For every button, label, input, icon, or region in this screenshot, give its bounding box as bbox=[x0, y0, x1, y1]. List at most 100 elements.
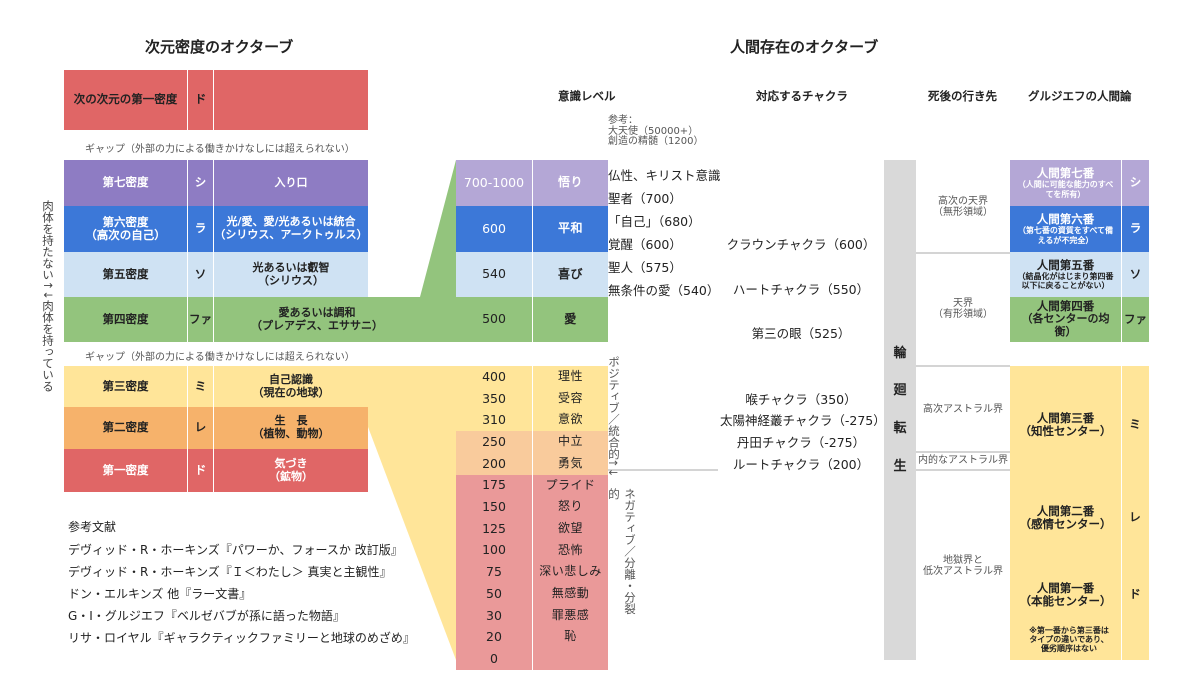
gap-label-middle: ギャップ（外部の力による働きかけなしには超えられない） bbox=[85, 352, 355, 363]
density-row-desc: 光/愛、愛/光あるいは統合 （シリウス、アークトゥルス） bbox=[213, 206, 368, 252]
density-row-note: ド bbox=[187, 449, 213, 492]
level-reference-note: 参考： 大天使（50000+） 創造の精髄（1200） bbox=[608, 115, 704, 147]
level-value: 350 bbox=[456, 387, 532, 410]
level-emotion: 恥 bbox=[532, 626, 608, 649]
destination-item: 内的なアストラル界 bbox=[918, 455, 1008, 467]
level-value: 125 bbox=[456, 517, 532, 540]
density-row-name: 第一密度 bbox=[64, 449, 187, 492]
level-emotion: 勇気 bbox=[532, 452, 608, 475]
chakra-item: クラウンチャクラ（600） bbox=[726, 237, 876, 252]
chakra-item: 第三の眼（525） bbox=[751, 326, 851, 341]
reference-item: デヴィッド・R・ホーキンズ『Ｉ＜わたし＞ 真実と主観性』 bbox=[68, 565, 392, 579]
level-emotion: 恐怖 bbox=[532, 539, 608, 562]
references-title: 参考文献 bbox=[68, 520, 117, 534]
destination-item: 地獄界と 低次アストラル界 bbox=[923, 554, 1003, 578]
level-emotion bbox=[532, 648, 608, 671]
level-value: 30 bbox=[456, 604, 532, 627]
human-sub: （本能センター） bbox=[1019, 594, 1112, 608]
human-note: ソ bbox=[1121, 252, 1149, 297]
human-sub: （各センターの均衡） bbox=[1021, 312, 1110, 339]
human-title: 人間第二番 bbox=[1036, 503, 1095, 518]
chakra-item: ハートチャクラ（550） bbox=[732, 282, 870, 297]
level-value: 0 bbox=[456, 648, 532, 671]
level-emotion: 愛 bbox=[532, 297, 608, 342]
saint-item: 無条件の愛（540） bbox=[608, 283, 720, 298]
green-connector bbox=[420, 160, 456, 342]
level-emotion: 怒り bbox=[532, 496, 608, 519]
header-chakra: 対応するチャクラ bbox=[756, 89, 848, 103]
human-cell: 人間第三番（知性センター） bbox=[1010, 405, 1121, 445]
human-sub: （結晶化がはじまり第四番以下に戻ることがない） bbox=[1017, 271, 1114, 291]
density-row-note: ミ bbox=[187, 366, 213, 407]
positive-label: ポジティブ／統合的 bbox=[607, 356, 621, 460]
density-row-desc: 生 長 （植物、動物） bbox=[213, 407, 368, 449]
level-emotion: 悟り bbox=[532, 160, 608, 206]
density-next-name: 次の次元の第一密度 bbox=[64, 70, 187, 130]
level-value: 100 bbox=[456, 539, 532, 562]
level-value: 200 bbox=[456, 452, 532, 475]
human-title: 人間第七番 bbox=[1036, 166, 1095, 181]
human-note: ファ bbox=[1121, 297, 1149, 342]
reference-item: G・I・グルジエフ『ベルゼバブが孫に語った物語』 bbox=[68, 609, 345, 623]
level-emotion: 深い悲しみ bbox=[532, 561, 608, 584]
density-next-note: ド bbox=[187, 70, 213, 130]
density-row-note: ソ bbox=[187, 252, 213, 297]
density-row-name: 第五密度 bbox=[64, 252, 187, 297]
human-cell: 人間第五番（結晶化がはじまり第四番以下に戻ることがない） bbox=[1010, 252, 1121, 297]
density-row-name: 第六密度 （高次の自己） bbox=[64, 206, 187, 252]
level-emotion: 無感動 bbox=[532, 583, 608, 605]
left-title: 次元密度のオクターブ bbox=[145, 38, 294, 56]
level-emotion: 平和 bbox=[532, 206, 608, 252]
human-sub: （第七番の資質をすべて備えるが不完全） bbox=[1017, 226, 1114, 245]
level-emotion: 欲望 bbox=[532, 517, 608, 540]
human-title: 人間第六番 bbox=[1036, 212, 1095, 227]
density-row-note: シ bbox=[187, 160, 213, 206]
level-emotion: 中立 bbox=[532, 431, 608, 454]
human-note: レ bbox=[1129, 510, 1141, 525]
density-row-name: 第二密度 bbox=[64, 407, 187, 449]
level-value: 50 bbox=[456, 583, 532, 605]
human-lower-note-block bbox=[1121, 366, 1149, 660]
level-emotion: 喜び bbox=[532, 252, 608, 297]
level-emotion: 理性 bbox=[532, 366, 608, 388]
header-after-death: 死後の行き先 bbox=[928, 89, 997, 103]
level-value: 310 bbox=[456, 409, 532, 432]
level-value: 700-1000 bbox=[456, 160, 532, 206]
destination-item: 高次アストラル界 bbox=[923, 404, 1003, 416]
level-value: 175 bbox=[456, 474, 532, 497]
level-emotion: 罪悪感 bbox=[532, 604, 608, 627]
density-row-desc: 光あるいは叡智 （シリウス） bbox=[213, 252, 368, 297]
level-value: 250 bbox=[456, 431, 532, 454]
density-row-name: 第七密度 bbox=[64, 160, 187, 206]
density-next-desc bbox=[213, 70, 368, 130]
density-row-desc: 愛あるいは調和 （プレアデス、エササニ） bbox=[213, 297, 420, 342]
level-value: 150 bbox=[456, 496, 532, 519]
destination-item: 高次の天界 （無形領域） bbox=[933, 195, 993, 219]
level-value: 600 bbox=[456, 206, 532, 252]
saint-item: 聖人（575） bbox=[608, 260, 682, 275]
reference-item: デヴィッド・R・ホーキンズ『パワーか、フォースか 改訂版』 bbox=[68, 543, 403, 557]
reference-item: ドン・エルキンズ 他『ラー文書』 bbox=[68, 587, 252, 601]
saint-item: 仏性、キリスト意識 bbox=[608, 168, 721, 183]
density-row-desc: 入り口 bbox=[213, 160, 368, 206]
human-cell: 人間第二番（感情センター） bbox=[1010, 498, 1121, 538]
yellow-connector bbox=[345, 366, 456, 660]
human-sub: （人間に可能な能力のすべてを所有） bbox=[1017, 180, 1114, 199]
human-note: ラ bbox=[1121, 206, 1149, 252]
density-row-note: ファ bbox=[187, 297, 213, 342]
human-title: 人間第四番 bbox=[1036, 299, 1095, 314]
density-row-name: 第四密度 bbox=[64, 297, 187, 342]
human-cell: 人間第一番（本能センター） bbox=[1010, 575, 1121, 615]
level-emotion: プライド bbox=[532, 474, 608, 497]
right-title: 人間存在のオクターブ bbox=[730, 38, 879, 56]
saint-item: 「自己」（680） bbox=[608, 214, 701, 229]
chakra-item: 丹田チャクラ（-275） bbox=[736, 435, 866, 450]
level-emotion: 意欲 bbox=[532, 409, 608, 432]
chakra-item: ルートチャクラ（200） bbox=[732, 457, 870, 472]
human-title: 人間第三番 bbox=[1036, 410, 1095, 425]
reference-item: リサ・ロイヤル『ギャラクティックファミリーと地球のめざめ』 bbox=[68, 631, 415, 645]
human-lower-block bbox=[1010, 366, 1121, 660]
density-row-note: ラ bbox=[187, 206, 213, 252]
human-title: 人間第五番 bbox=[1036, 257, 1095, 272]
